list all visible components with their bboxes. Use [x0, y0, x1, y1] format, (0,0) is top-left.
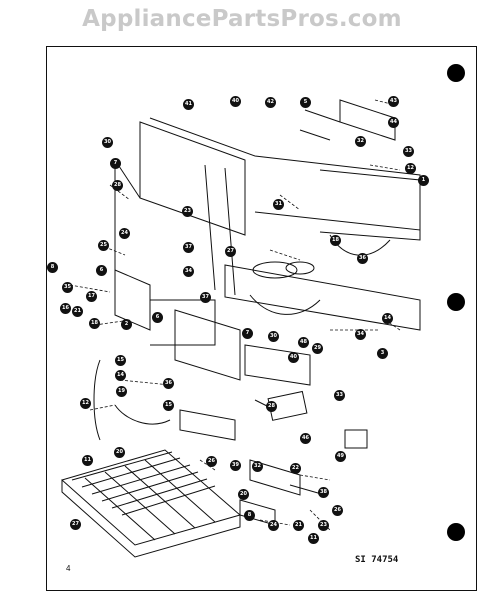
callout-bubble: 24 — [268, 520, 279, 531]
callout-bubble: 28 — [112, 180, 123, 191]
callout-bubble: 41 — [183, 99, 194, 110]
binder-hole-icon — [447, 523, 465, 541]
callout-bubble: 21 — [293, 520, 304, 531]
callout-bubble: 39 — [230, 460, 241, 471]
callout-bubble: 11 — [308, 533, 319, 544]
callout-bubble: 8 — [47, 262, 58, 273]
callout-bubble: 6 — [152, 312, 163, 323]
callout-bubble: 42 — [265, 97, 276, 108]
callout-bubble: 17 — [86, 291, 97, 302]
callout-bubble: 33 — [334, 390, 345, 401]
callout-bubble: 18 — [89, 318, 100, 329]
callout-bubble: 37 — [200, 292, 211, 303]
callout-bubble: 15 — [163, 400, 174, 411]
callout-bubble: 36 — [163, 378, 174, 389]
callout-bubble: 29 — [312, 343, 323, 354]
callout-bubble: 11 — [82, 455, 93, 466]
binder-hole-icon — [447, 64, 465, 82]
callout-bubble: 35 — [62, 282, 73, 293]
callout-bubble: 7 — [242, 328, 253, 339]
binder-hole-icon — [447, 293, 465, 311]
watermark: AppliancePartsPros.com — [82, 6, 402, 32]
callout-bubble: 7 — [110, 158, 121, 169]
callout-bubble: 40 — [288, 352, 299, 363]
callout-bubble: 46 — [300, 433, 311, 444]
callout-bubble: 27 — [225, 246, 236, 257]
drawing-id: SI 74754 — [355, 555, 399, 565]
callout-bubble: 33 — [403, 146, 414, 157]
callout-bubble: 21 — [72, 306, 83, 317]
callout-bubble: 5 — [300, 97, 311, 108]
exploded-parts-drawing — [60, 99, 421, 558]
upper-panel — [139, 121, 246, 236]
callout-bubble: 12 — [405, 163, 416, 174]
callout-bubble: 34 — [355, 329, 366, 340]
diagram-frame — [46, 46, 477, 591]
callout-bubble: 1 — [418, 175, 429, 186]
callout-bubble: 24 — [119, 228, 130, 239]
callout-bubble: 14 — [115, 370, 126, 381]
callout-bubble: 19 — [116, 386, 127, 397]
callout-bubble: 34 — [183, 266, 194, 277]
callout-bubble: 23 — [182, 206, 193, 217]
callout-bubble: 40 — [230, 96, 241, 107]
callout-bubble: 32 — [252, 461, 263, 472]
callout-bubble: 28 — [266, 401, 277, 412]
callout-bubble: 16 — [60, 303, 71, 314]
callout-bubble: 8 — [244, 510, 255, 521]
callout-bubble: 20 — [114, 447, 125, 458]
callout-bubble: 44 — [388, 117, 399, 128]
callout-bubble: 23 — [318, 520, 329, 531]
callout-bubble: 18 — [330, 235, 341, 246]
callout-bubble: 43 — [388, 96, 399, 107]
callout-bubble: 3 — [377, 348, 388, 359]
callout-bubble: 6 — [96, 265, 107, 276]
callout-bubble: 26 — [332, 505, 343, 516]
callout-bubble: 49 — [335, 451, 346, 462]
callout-bubble: 31 — [273, 199, 284, 210]
callout-bubble: 48 — [298, 337, 309, 348]
callout-bubble: 38 — [318, 487, 329, 498]
callout-bubble: 30 — [102, 137, 113, 148]
callout-bubble: 22 — [290, 463, 301, 474]
callout-bubble: 25 — [98, 240, 109, 251]
callout-bubble: 32 — [355, 136, 366, 147]
callout-bubble: 36 — [357, 253, 368, 264]
page-number: 4 — [66, 564, 71, 573]
callout-bubble: 20 — [238, 489, 249, 500]
callout-bubble: 26 — [206, 456, 217, 467]
callout-bubble: 15 — [115, 355, 126, 366]
callout-bubble: 37 — [183, 242, 194, 253]
callout-bubble: 27 — [70, 519, 81, 530]
callout-bubble: 14 — [382, 313, 393, 324]
callout-bubble: 12 — [80, 398, 91, 409]
callout-bubble: 30 — [268, 331, 279, 342]
callout-bubble: 2 — [121, 319, 132, 330]
